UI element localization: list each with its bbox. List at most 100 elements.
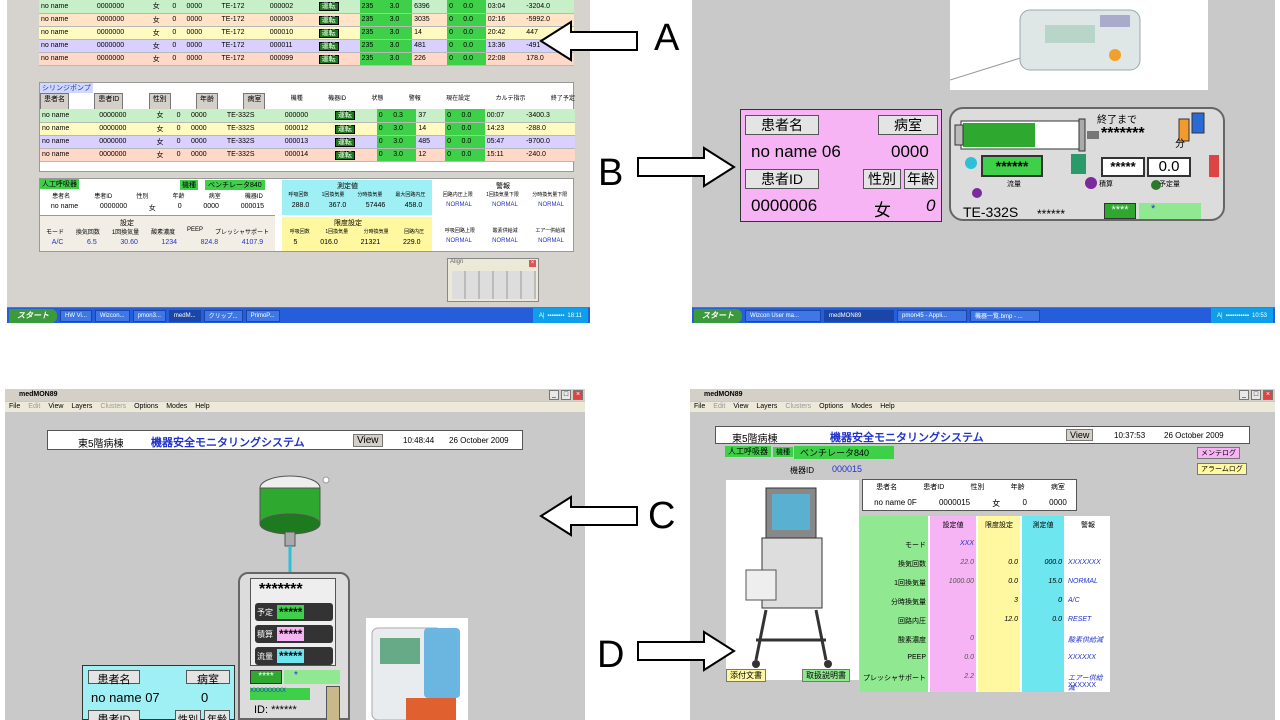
menu-item[interactable]: Clusters <box>785 403 812 410</box>
view-button[interactable]: View <box>1066 429 1094 441</box>
cell-value: 0000 <box>191 151 207 158</box>
cell-value: 0.0 <box>461 125 472 132</box>
flow-row: 流量 ***** <box>255 647 333 665</box>
language-indicator[interactable]: A| <box>538 312 545 319</box>
menu-item[interactable]: View <box>48 403 64 410</box>
minimize-icon[interactable]: _ <box>1239 390 1249 400</box>
table-cell: 3.0 <box>387 39 413 53</box>
align-palette[interactable]: Align × <box>447 258 539 302</box>
menu-item[interactable]: Help <box>195 403 210 410</box>
menu-item[interactable]: Help <box>880 403 895 410</box>
cell-value: 000011 <box>269 42 293 49</box>
start-button[interactable]: スタート <box>9 308 57 323</box>
cell-value: 0 <box>172 42 177 49</box>
cell-value: -240.0 <box>526 151 546 158</box>
patient-name: no name 06 <box>751 142 841 161</box>
menu-item[interactable]: Layers <box>756 403 778 410</box>
cell-value: 0.0 <box>463 42 473 49</box>
taskbar-item[interactable]: 機器一覧.bmp - ... <box>970 309 1040 322</box>
menu-item[interactable]: File <box>9 403 21 410</box>
column-header[interactable]: 状態 <box>371 96 384 102</box>
maximize-icon[interactable]: □ <box>1251 390 1261 400</box>
taskbar-item[interactable]: Wizcon User ma... <box>745 309 821 322</box>
menu-item[interactable]: Modes <box>851 403 873 410</box>
taskbar-item[interactable]: medMON89 <box>824 309 894 322</box>
table-cell: 運転 <box>332 135 377 149</box>
cell-value: XXX <box>959 540 974 547</box>
table-cell: no name <box>39 0 95 14</box>
maximize-icon[interactable]: □ <box>561 390 571 400</box>
taskbar-item[interactable]: クリップ... <box>203 309 243 322</box>
menu-item[interactable]: Edit <box>713 403 726 410</box>
patient-name: no name 07 <box>91 690 160 705</box>
vent-model: ベンチレータ840 <box>205 180 265 190</box>
taskbar-item[interactable]: PrimoP... <box>245 309 280 322</box>
close-icon[interactable]: × <box>1263 390 1273 400</box>
cell-value: 女 <box>148 205 156 212</box>
cell-value: 女 <box>156 151 164 159</box>
menu-item[interactable]: Modes <box>166 403 188 410</box>
column-header[interactable]: 機器ID <box>328 96 347 102</box>
taskbar-item[interactable]: pmon45 - Appli... <box>897 309 967 322</box>
table-cell: TE-332S <box>224 135 283 149</box>
view-button[interactable]: View <box>353 434 383 447</box>
alarm-log-button[interactable]: アラームログ <box>1197 463 1247 475</box>
status-badge: 運転 <box>318 41 339 51</box>
menu-item[interactable]: Options <box>819 403 844 410</box>
setting-title: 設定 <box>120 220 134 227</box>
menu-item[interactable]: File <box>694 403 706 410</box>
menu-item[interactable]: Clusters <box>100 403 127 410</box>
status-star: * <box>294 670 298 681</box>
taskbar-item[interactable]: HW Vi... <box>60 309 92 322</box>
cell-value: TE-332S <box>226 138 255 145</box>
table-cell: 05:47 <box>484 135 525 149</box>
tray-icons[interactable]: ▪▪▪▪▪▪▪▪ <box>547 312 565 319</box>
language-indicator[interactable]: A| <box>1217 312 1223 319</box>
cell-value: 1000.00 <box>948 578 974 585</box>
taskbar-item[interactable]: Wizcon... <box>94 309 130 322</box>
attachment-button[interactable]: 添付文書 <box>726 669 766 682</box>
menu-item[interactable]: Options <box>134 403 159 410</box>
row-label: 換気回数 <box>898 561 926 568</box>
column-header[interactable]: 機種 <box>290 96 303 102</box>
cell-value: 酸素供給減 <box>1068 637 1103 644</box>
table-cell: 0.0 <box>459 122 485 136</box>
taskbar-item[interactable]: medM... <box>168 309 201 322</box>
column-header[interactable]: カルテ指示 <box>495 96 526 102</box>
maintenance-log-button[interactable]: メンテログ <box>1197 447 1240 459</box>
table-cell: no name <box>39 26 95 40</box>
close-icon[interactable]: × <box>573 390 583 400</box>
taskbar-item[interactable]: pmon3... <box>132 309 166 322</box>
column-header[interactable]: 終了予定 <box>550 96 575 102</box>
menu-item[interactable]: View <box>733 403 749 410</box>
syringe-detail-screen: 患者名 病室 no name 06 0000 患者ID 性別 年齢 000000… <box>692 0 1275 323</box>
align-close-icon[interactable]: × <box>529 260 536 267</box>
table-cell: 0000 <box>184 52 220 66</box>
syringe-barrel-icon <box>954 112 1219 198</box>
cell-value: 0 <box>449 55 454 62</box>
manual-button[interactable]: 取扱説明書 <box>802 669 850 682</box>
total-display: ***** <box>1101 157 1145 177</box>
column-header[interactable]: 現在設定 <box>446 96 471 102</box>
arrow-right-d-icon <box>637 630 736 672</box>
minimize-icon[interactable]: _ <box>549 390 559 400</box>
patient-name-label: 患者名 <box>88 670 140 686</box>
room-value: 0000 <box>891 142 929 161</box>
menu-item[interactable]: Layers <box>71 403 93 410</box>
cell-value: 824.8 <box>200 239 219 246</box>
start-button[interactable]: スタート <box>694 308 742 323</box>
align-buttons[interactable] <box>452 271 536 299</box>
menu-item[interactable]: Edit <box>28 403 41 410</box>
tray-icons[interactable]: ▪▪▪▪▪▪▪▪▪▪▪ <box>1225 312 1249 319</box>
column-header[interactable]: 警報 <box>408 96 421 102</box>
